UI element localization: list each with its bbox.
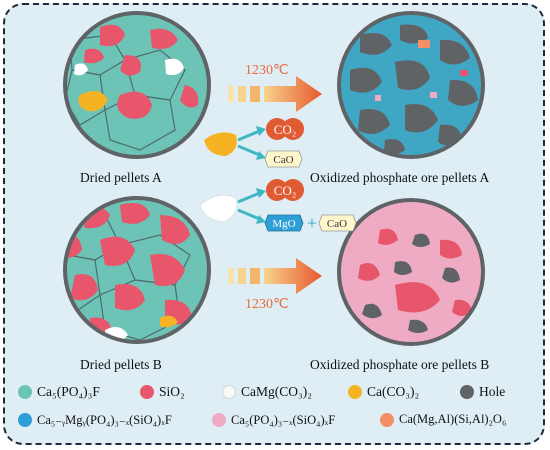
legend-swatch bbox=[460, 385, 474, 399]
mgo-box bbox=[264, 214, 304, 232]
cao-box-top: CaO bbox=[264, 150, 303, 168]
dolomite-decomposition bbox=[199, 188, 266, 224]
oxidized-pellet-a bbox=[337, 11, 485, 159]
cao-label-top: CaO bbox=[273, 154, 293, 166]
legend-label: SiO₂ bbox=[159, 384, 185, 399]
calcite-decomposition bbox=[204, 126, 266, 160]
calcite-particle bbox=[204, 132, 237, 156]
co2-label-top: CO₂ bbox=[274, 122, 297, 137]
legend-dolomite: CaMg(CO₃)₂ bbox=[222, 384, 312, 400]
temperature-label-bottom: 1230℃ bbox=[245, 297, 289, 312]
legend-label: Ca₅(PO₄)₃₋ₓ(SiO₄)ₓF bbox=[231, 413, 336, 427]
cao-box-bottom bbox=[318, 214, 357, 232]
oxidized-pellet-b bbox=[337, 198, 485, 346]
dried-pellet-a bbox=[63, 11, 211, 159]
legend-swatch bbox=[380, 412, 394, 427]
legend-label: Ca₅₋ᵧMgᵧ(PO₄)₃₋ₓ(SiO₄)ₓF bbox=[37, 413, 172, 427]
legend-label: CaMg(CO₃)₂ bbox=[241, 384, 312, 399]
caption-oxidized-pellets-b: Oxidized phosphate ore pellets B bbox=[310, 357, 490, 372]
legend-swatch bbox=[212, 413, 226, 427]
legend-si-apatite: Ca₅(PO₄)₃₋ₓ(SiO₄)ₓF bbox=[212, 412, 335, 428]
legend-label: Ca(CO₃)₂ bbox=[367, 384, 420, 399]
legend-label: Hole bbox=[479, 384, 506, 399]
legend-swatch bbox=[140, 385, 154, 399]
caption-dried-pellets-b: Dried pellets B bbox=[80, 357, 162, 372]
co2-bubble-top: CO₂ bbox=[266, 118, 304, 140]
legend-silica: SiO₂ bbox=[140, 384, 185, 400]
legend-swatch bbox=[18, 413, 32, 427]
mgo-label: MgO bbox=[272, 218, 295, 230]
dried-pellet-b bbox=[63, 196, 211, 344]
legend-calcite: Ca(CO₃)₂ bbox=[348, 384, 419, 400]
legend-fluorapatite: Ca₅(PO₄)₃F bbox=[18, 384, 100, 400]
legend-swatch bbox=[222, 385, 236, 399]
legend-hole: Hole bbox=[460, 384, 505, 400]
legend-pyroxene: Ca(Mg,Al)(Si,Al)₂O₆ bbox=[380, 412, 506, 427]
dolomite-particle bbox=[199, 194, 238, 223]
heating-arrow-bottom bbox=[228, 258, 322, 294]
caption-dried-pellets-a: Dried pellets A bbox=[80, 170, 162, 185]
cao-label-bottom: CaO bbox=[327, 218, 347, 230]
co2-label-bottom: CO₂ bbox=[274, 183, 297, 198]
legend-mg-apatite: Ca₅₋ᵧMgᵧ(PO₄)₃₋ₓ(SiO₄)ₓF bbox=[18, 412, 172, 428]
temperature-label-top: 1230℃ bbox=[245, 63, 289, 78]
legend-swatch bbox=[18, 385, 32, 399]
caption-oxidized-pellets-a: Oxidized phosphate ore pellets A bbox=[310, 170, 490, 185]
heating-arrow-top bbox=[228, 76, 322, 112]
mgo-cao-products: MgO + CaO bbox=[264, 213, 357, 233]
plus-sign: + bbox=[307, 213, 317, 233]
legend-swatch bbox=[348, 385, 362, 399]
legend-label: Ca₅(PO₄)₃F bbox=[37, 384, 100, 399]
co2-bubble-bottom: CO₂ bbox=[266, 179, 304, 201]
legend-label: Ca(Mg,Al)(Si,Al)₂O₆ bbox=[399, 412, 507, 426]
